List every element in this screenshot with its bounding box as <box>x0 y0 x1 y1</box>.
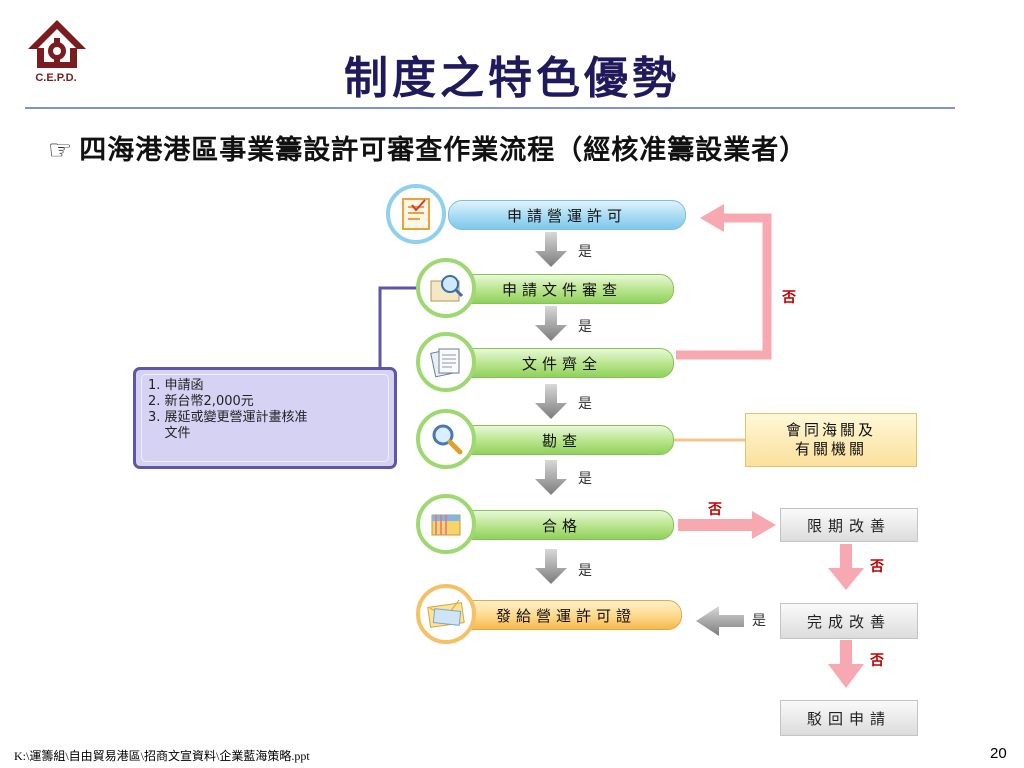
fail-arrow <box>678 511 776 539</box>
yes-label: 是 <box>578 471 592 487</box>
required-documents-box: 1. 申請函 2. 新台幣2,000元 3. 展延或變更營運計畫核准 文件 <box>133 367 397 469</box>
flow-step-inspection: 勘查 <box>450 425 674 455</box>
file-path-footer: K:\運籌組\自由貿易港區\招商文宣資料\企業藍海策略.ppt <box>14 749 310 763</box>
down-arrow <box>535 384 567 419</box>
inspection-partner-line: 有關機關 <box>794 440 867 458</box>
down-arrow <box>535 549 567 584</box>
down-arrow <box>535 232 567 267</box>
logo-caption: C.E.P.D. <box>35 72 77 84</box>
not-improved-arrow <box>828 544 864 590</box>
rejection-step-reject-application: 駁回申請 <box>780 700 918 736</box>
down-arrow <box>535 306 567 341</box>
document-item: 3. 展延或變更營運計畫核准 <box>148 410 308 425</box>
page-number: 20 <box>990 745 1007 762</box>
flow-step-apply-permit: 申請營運許可 <box>448 200 686 230</box>
inspection-partner-box: 會同海關及 有關機關 <box>745 413 917 467</box>
required-documents-list: 1. 申請函 2. 新台幣2,000元 3. 展延或變更營運計畫核准 文件 <box>141 374 389 462</box>
rejection-step-improve-deadline: 限期改善 <box>780 508 918 542</box>
title-divider <box>25 107 955 109</box>
flow-step-issue-permit: 發給營運許可證 <box>450 600 682 630</box>
not-completed-arrow <box>828 640 864 688</box>
documents-stack-icon <box>416 332 476 392</box>
inspection-partner-line: 會同海關及 <box>785 421 876 439</box>
no-label: 否 <box>870 559 884 575</box>
no-label: 否 <box>870 653 884 669</box>
yes-label: 是 <box>578 244 592 260</box>
no-label: 否 <box>782 290 796 306</box>
form-checklist-icon <box>386 184 446 244</box>
yes-label: 是 <box>578 319 592 335</box>
cepd-logo <box>28 20 86 68</box>
down-arrow <box>535 460 567 495</box>
folders-icon <box>416 494 476 554</box>
document-item: 2. 新台幣2,000元 <box>148 394 254 409</box>
flow-step-documents-complete: 文件齊全 <box>450 348 674 378</box>
flow-step-qualified: 合格 <box>450 510 674 540</box>
yes-label: 是 <box>752 613 766 629</box>
improved-return-arrow <box>696 606 744 636</box>
slide-subtitle: ☞四海港港區事業籌設許可審查作業流程（經核准籌設業者） <box>48 128 807 167</box>
slide-title: 制度之特色優勢 <box>344 53 680 104</box>
document-list-connector <box>378 286 418 369</box>
magnifier-icon <box>416 409 476 469</box>
document-item: 文件 <box>148 426 191 441</box>
subtitle-text: 四海港港區事業籌設許可審查作業流程（經核准籌設業者） <box>79 135 808 166</box>
yes-label: 是 <box>578 396 592 412</box>
yes-label: 是 <box>578 563 592 579</box>
document-item: 1. 申請函 <box>148 378 204 393</box>
rejection-step-improvement-done: 完成改善 <box>780 603 918 639</box>
flow-step-document-review: 申請文件審查 <box>450 274 674 304</box>
incomplete-feedback-arrow <box>676 213 772 360</box>
no-label: 否 <box>708 502 722 518</box>
magnifier-map-icon <box>416 258 476 318</box>
pointing-hand-icon: ☞ <box>48 135 74 166</box>
envelope-icon <box>416 584 476 644</box>
